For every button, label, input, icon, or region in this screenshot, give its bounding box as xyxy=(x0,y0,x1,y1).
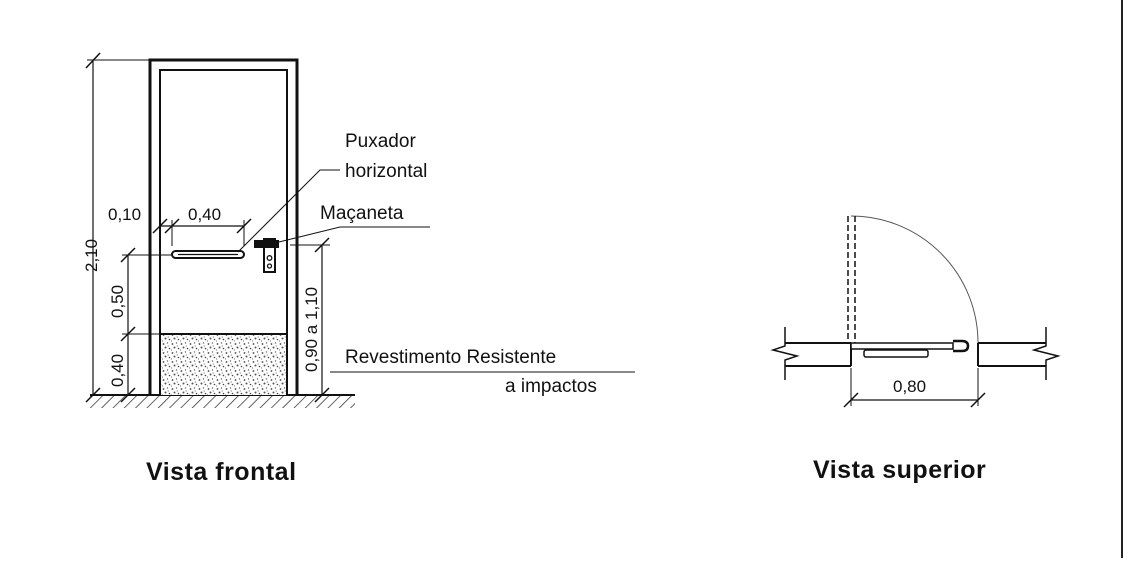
dim-bar-height: 0,50 xyxy=(108,285,127,318)
caption-front: Vista frontal xyxy=(146,458,297,486)
puxador-leader xyxy=(237,169,340,253)
label-impactos: a impactos xyxy=(505,376,597,397)
top-view: 0,80 Vista superior xyxy=(770,215,1061,484)
kickplate xyxy=(161,334,286,395)
wall-right xyxy=(977,327,1061,380)
label-horizontal: horizontal xyxy=(345,161,427,182)
dim-kickplate-height: 0,40 xyxy=(108,354,127,387)
lever-handle-icon xyxy=(254,238,279,273)
dim-top-width: 0,80 xyxy=(893,377,926,396)
dim-height-total: 2,10 xyxy=(82,239,101,272)
label-puxador: Puxador xyxy=(345,131,416,152)
door-frame-outer xyxy=(148,58,299,395)
macaneta-leader xyxy=(278,226,430,243)
wall-left xyxy=(770,327,852,380)
door-swing-arc xyxy=(850,215,979,344)
top-lever-icon xyxy=(953,339,970,353)
dim-handle-height: 0,90 a 1,10 xyxy=(302,287,321,372)
caption-top: Vista superior xyxy=(813,456,986,484)
front-view: 2,10 0,50 0,40 0,10 0,40 0,90 a 1,10 Pux… xyxy=(82,52,635,486)
dim-bar-length: 0,40 xyxy=(188,205,221,224)
dim-offset-left: 0,10 xyxy=(108,205,141,224)
top-pull-bar xyxy=(863,349,929,358)
label-revestimento: Revestimento Resistente xyxy=(345,347,556,368)
door-frame-inner xyxy=(159,69,288,395)
door-closed-leaf xyxy=(850,342,954,350)
label-macaneta: Maçaneta xyxy=(320,203,404,224)
floor-hatch xyxy=(90,396,355,408)
